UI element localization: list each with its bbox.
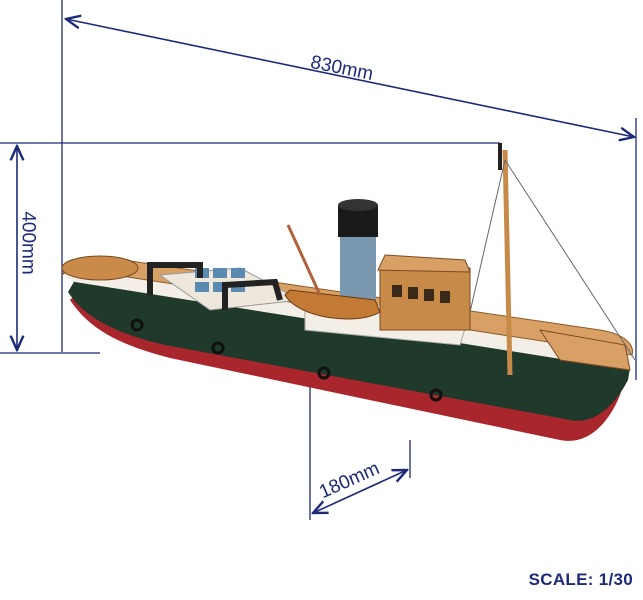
width-dimension-arrow [313,470,407,513]
tugboat-model [61,143,636,441]
scale-label: SCALE: 1/30 [528,570,633,589]
length-dimension-arrow [66,19,634,137]
height-dimension-label: 400mm [17,211,39,275]
